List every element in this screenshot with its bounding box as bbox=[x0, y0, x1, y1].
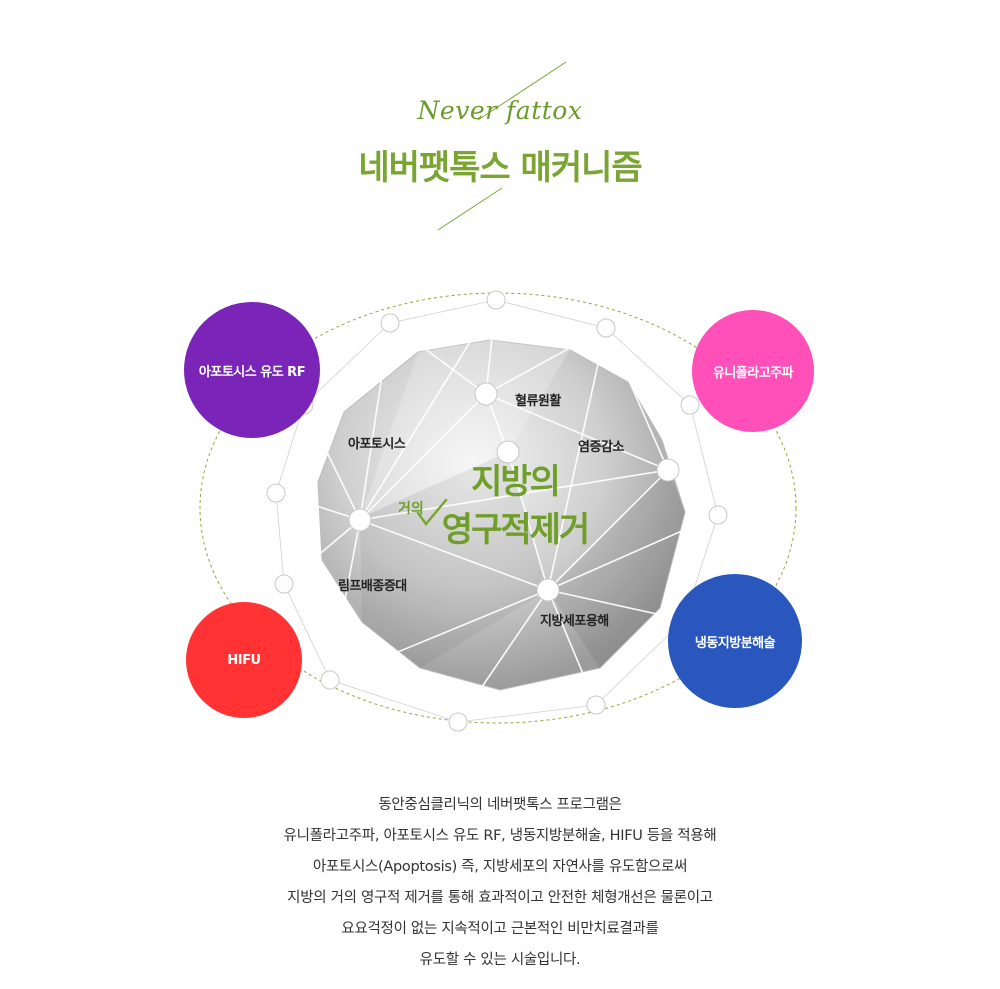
circle-apoptosis-rf: 아포토시스 유도 RF bbox=[184, 302, 320, 438]
script-title: Never fattox bbox=[417, 96, 583, 125]
label-inflammation: 염증감소 bbox=[578, 440, 624, 455]
circle-apoptosis-rf-label: 아포토시스 유도 RF bbox=[198, 364, 306, 380]
header: Never fattox 네버팻톡스 매커니즘 bbox=[0, 0, 1000, 240]
description-line: 유니폴라고주파, 아포토시스 유도 RF, 냉동지방분해술, HIFU 등을 적… bbox=[283, 828, 717, 844]
label-apoptosis: 아포토시스 bbox=[348, 437, 406, 452]
decorative-lines bbox=[437, 61, 567, 231]
center-title-line2: 영구적제거 bbox=[441, 510, 590, 550]
label-fat-cell: 지방세포용해 bbox=[540, 614, 609, 629]
description-line: 요요걱정이 없는 지속적이고 근본적인 비만치료결과를 bbox=[341, 921, 659, 937]
circle-cryo: 냉동지방분해술 bbox=[668, 574, 802, 708]
center-title-small: 거의 bbox=[398, 501, 424, 517]
description-line: 지방의 거의 영구적 제거를 통해 효과적이고 안전한 체형개선은 물론이고 bbox=[287, 890, 713, 906]
description-line: 아포토시스(Apoptosis) 즉, 지방세포의 자연사를 유도함으로써 bbox=[312, 859, 688, 875]
circle-hifu: HIFU bbox=[186, 602, 302, 718]
circle-unipolar-label: 유니폴라고주파 bbox=[712, 365, 794, 381]
circle-cryo-label: 냉동지방분해술 bbox=[694, 635, 776, 651]
network-graphic bbox=[199, 290, 797, 732]
circle-hifu-label: HIFU bbox=[227, 652, 261, 668]
mechanism-diagram: 아포토시스 유도 RF 유니폴라고주파 HIFU 냉동지방분해술 혈류원활 아포… bbox=[0, 240, 1000, 760]
description: 동안중심클리닉의 네버팻톡스 프로그램은 유니폴라고주파, 아포토시스 유도 R… bbox=[0, 790, 1000, 976]
page-title: 네버팻톡스 매커니즘 bbox=[358, 148, 642, 188]
label-lymph: 림프배종증대 bbox=[338, 579, 407, 594]
label-blood-flow: 혈류원활 bbox=[515, 394, 561, 409]
circle-unipolar: 유니폴라고주파 bbox=[692, 310, 814, 432]
description-line: 유도할 수 있는 시술입니다. bbox=[419, 952, 581, 968]
center-title-line1: 지방의 bbox=[471, 462, 561, 502]
description-line: 동안중심클리닉의 네버팻톡스 프로그램은 bbox=[378, 797, 622, 813]
